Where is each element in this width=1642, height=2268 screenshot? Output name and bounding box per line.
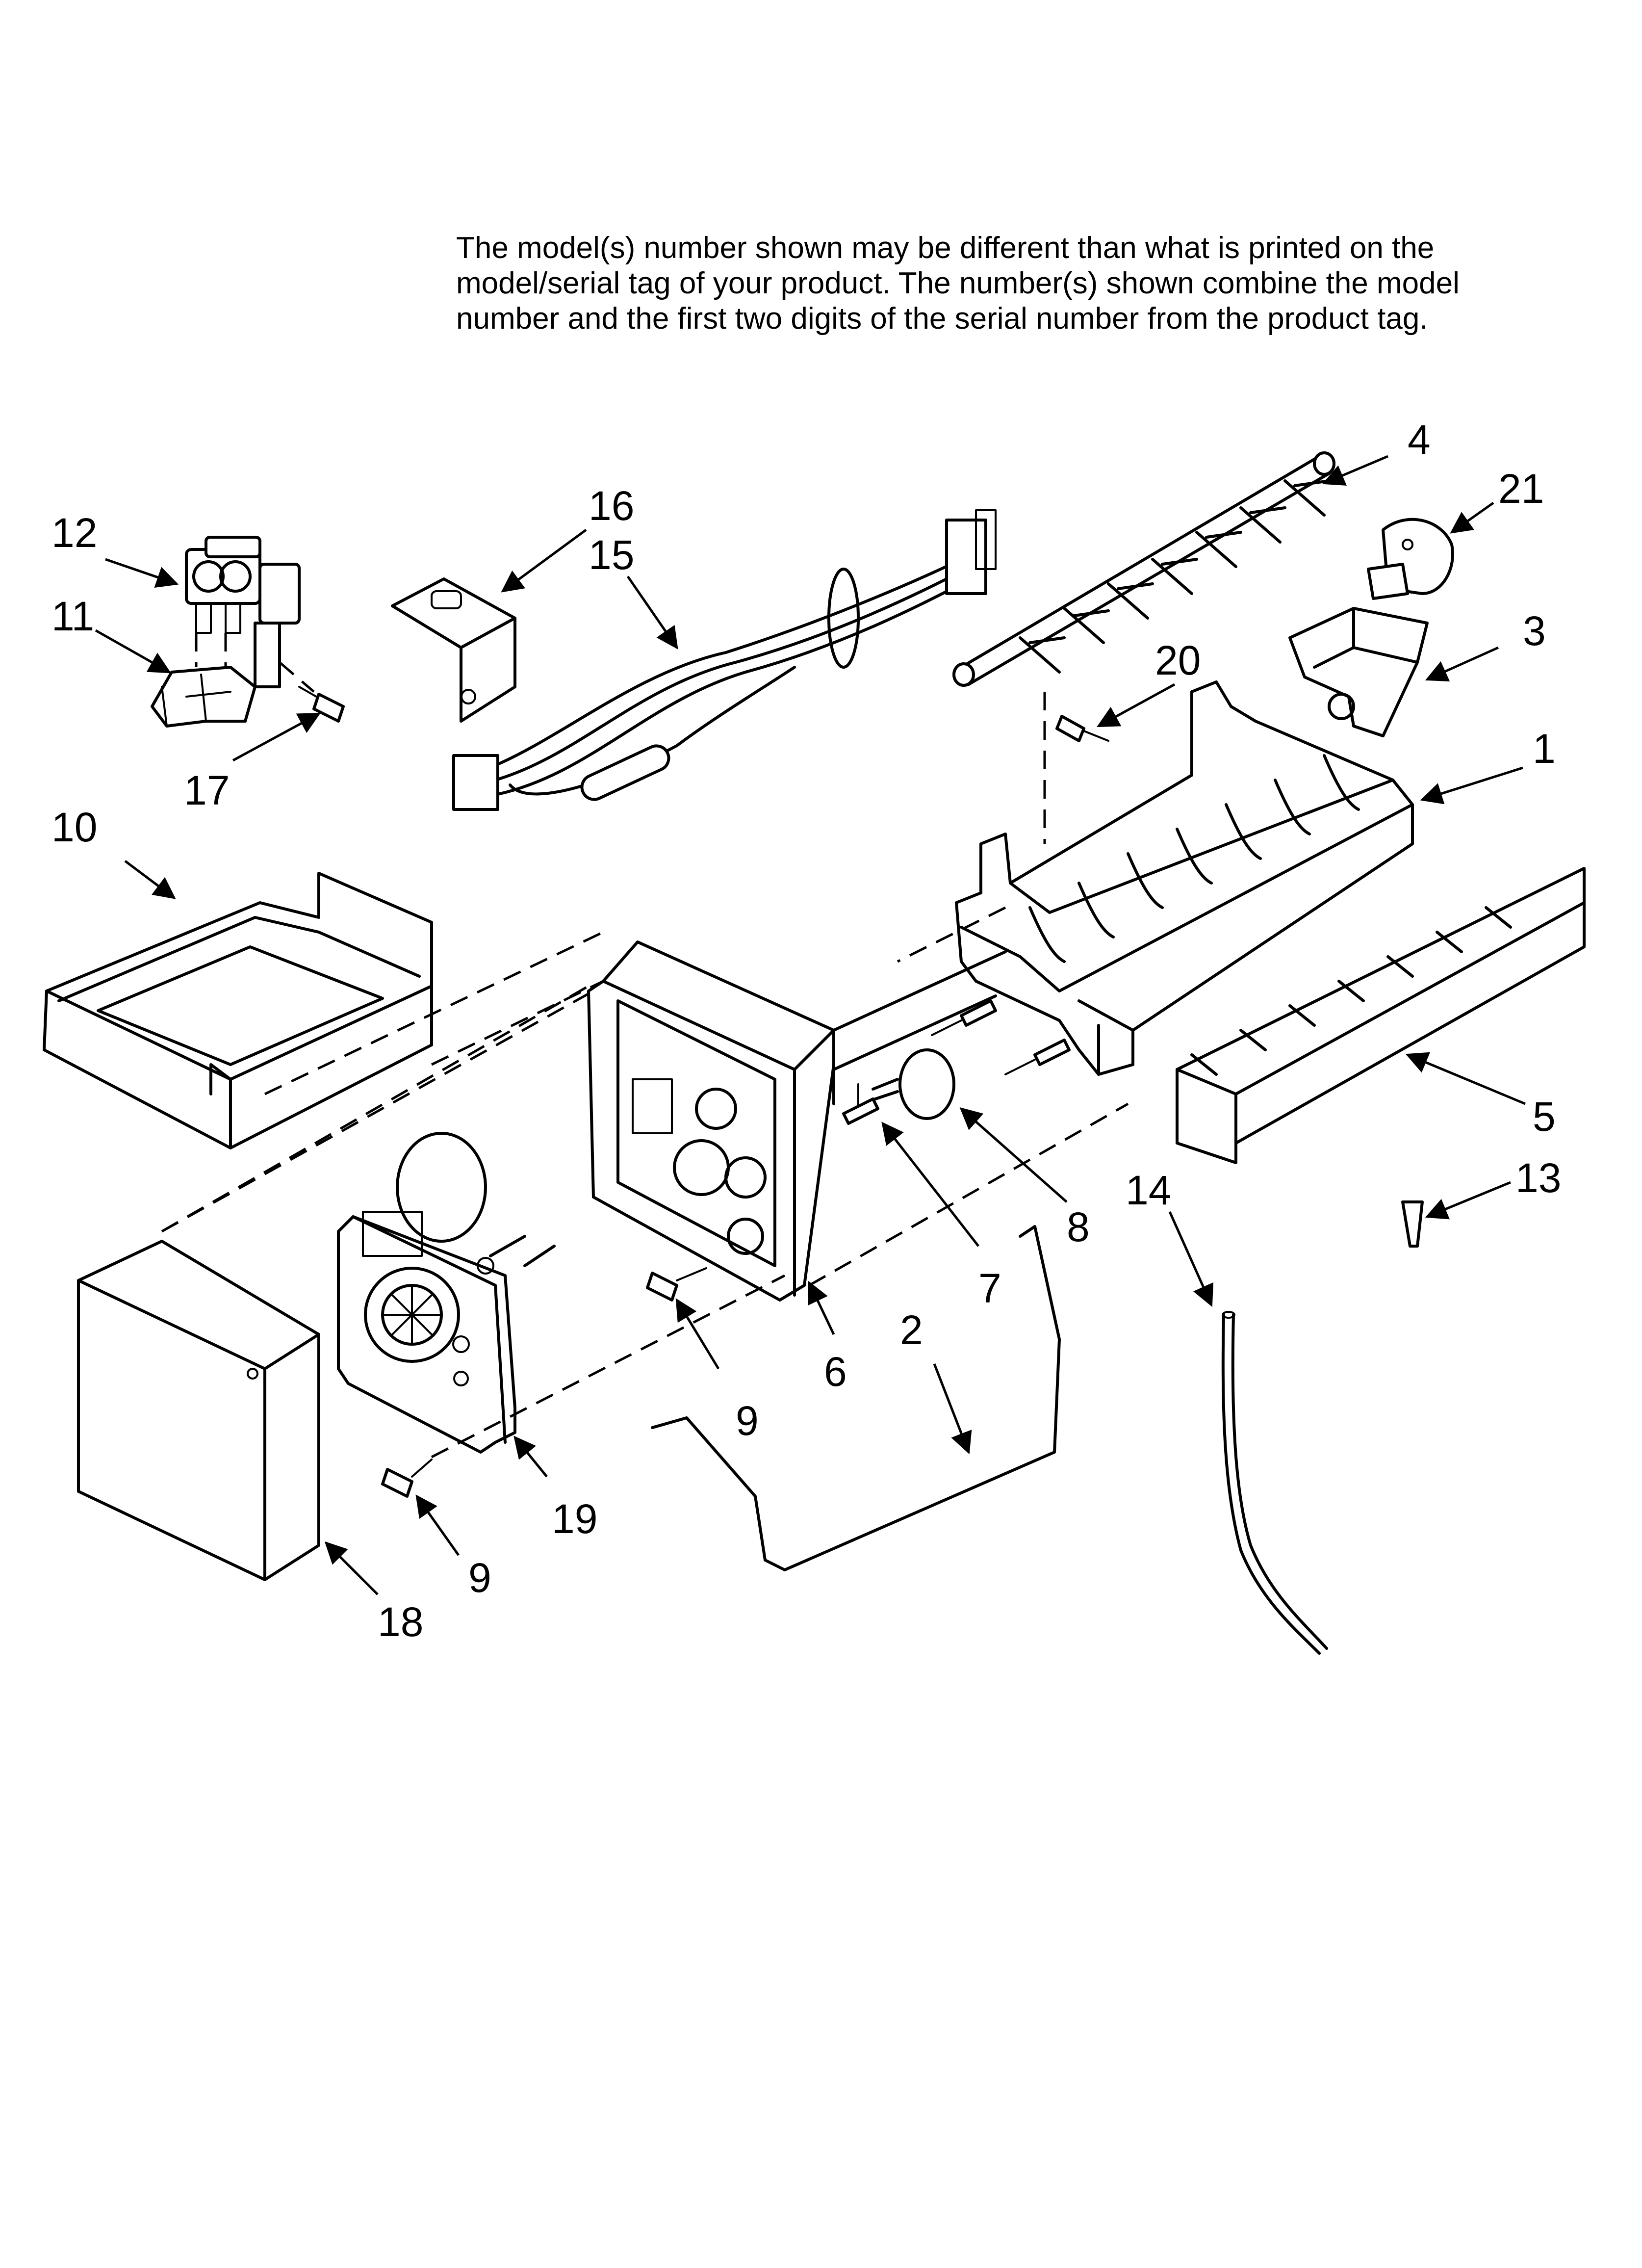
callout-9-upper: 9 <box>736 1398 759 1444</box>
part-6-control-housing <box>587 940 1007 1302</box>
part-8-thermostat <box>867 999 1071 1120</box>
part-5-stripper <box>1176 867 1586 1164</box>
callout-9-lower: 9 <box>468 1555 491 1601</box>
part-2-shutoff-arm <box>651 1225 1061 1571</box>
callout-2: 2 <box>900 1307 923 1353</box>
part-3-fill-cup <box>1288 607 1429 737</box>
part-16-harness-bracket <box>391 577 516 723</box>
part-4-ejector <box>952 451 1335 687</box>
callout-15: 15 <box>589 532 634 578</box>
part-17-screw <box>279 661 345 723</box>
part-15-wire-harness <box>452 509 997 811</box>
callout-14: 14 <box>1126 1167 1171 1213</box>
part-7-thermostat-clip <box>842 1083 879 1125</box>
callout-21: 21 <box>1498 466 1544 512</box>
callout-5: 5 <box>1533 1094 1556 1140</box>
part-20-screw <box>1043 692 1109 844</box>
part-19-motor-gear-plate <box>337 1132 556 1454</box>
part-13-plug <box>1401 1200 1424 1248</box>
callout-7: 7 <box>978 1265 1001 1311</box>
callout-numbers: 12 11 17 16 15 4 21 3 20 1 10 5 13 14 8 … <box>51 417 1561 1645</box>
callout-13: 13 <box>1515 1155 1561 1201</box>
callout-3: 3 <box>1523 608 1546 654</box>
notice-line-2: model/serial tag of your product. The nu… <box>456 266 1460 300</box>
callout-1: 1 <box>1533 726 1556 772</box>
callout-11: 11 <box>51 593 94 639</box>
assembly-guide-lines <box>161 906 1129 1459</box>
callout-18: 18 <box>378 1599 423 1645</box>
part-12-water-valve <box>185 536 301 688</box>
callout-20: 20 <box>1155 637 1201 683</box>
part-1-ice-mold <box>955 680 1414 1076</box>
part-10-ice-bucket <box>43 872 433 1149</box>
part-9-screw-upper <box>646 1267 707 1302</box>
callout-4: 4 <box>1408 417 1431 463</box>
callout-6: 6 <box>824 1349 847 1395</box>
callout-19: 19 <box>552 1496 597 1542</box>
part-9-screw-lower <box>381 1459 433 1498</box>
part-18-front-cover <box>77 1240 320 1581</box>
part-11-valve-bracket <box>151 633 257 728</box>
notice-line-3: number and the first two digits of the s… <box>456 302 1428 336</box>
callout-10: 10 <box>51 804 97 850</box>
callout-8: 8 <box>1067 1204 1090 1250</box>
notice-line-1: The model(s) number shown may be differe… <box>456 231 1435 265</box>
callout-12: 12 <box>51 510 97 556</box>
callout-16: 16 <box>589 483 634 529</box>
callout-17: 17 <box>184 767 230 813</box>
callout-leaders <box>95 455 1526 1595</box>
model-number-notice: The model(s) number shown may be differe… <box>456 231 1486 337</box>
part-14-fill-tube <box>1221 1311 1328 1655</box>
part-21-cam <box>1367 518 1454 600</box>
